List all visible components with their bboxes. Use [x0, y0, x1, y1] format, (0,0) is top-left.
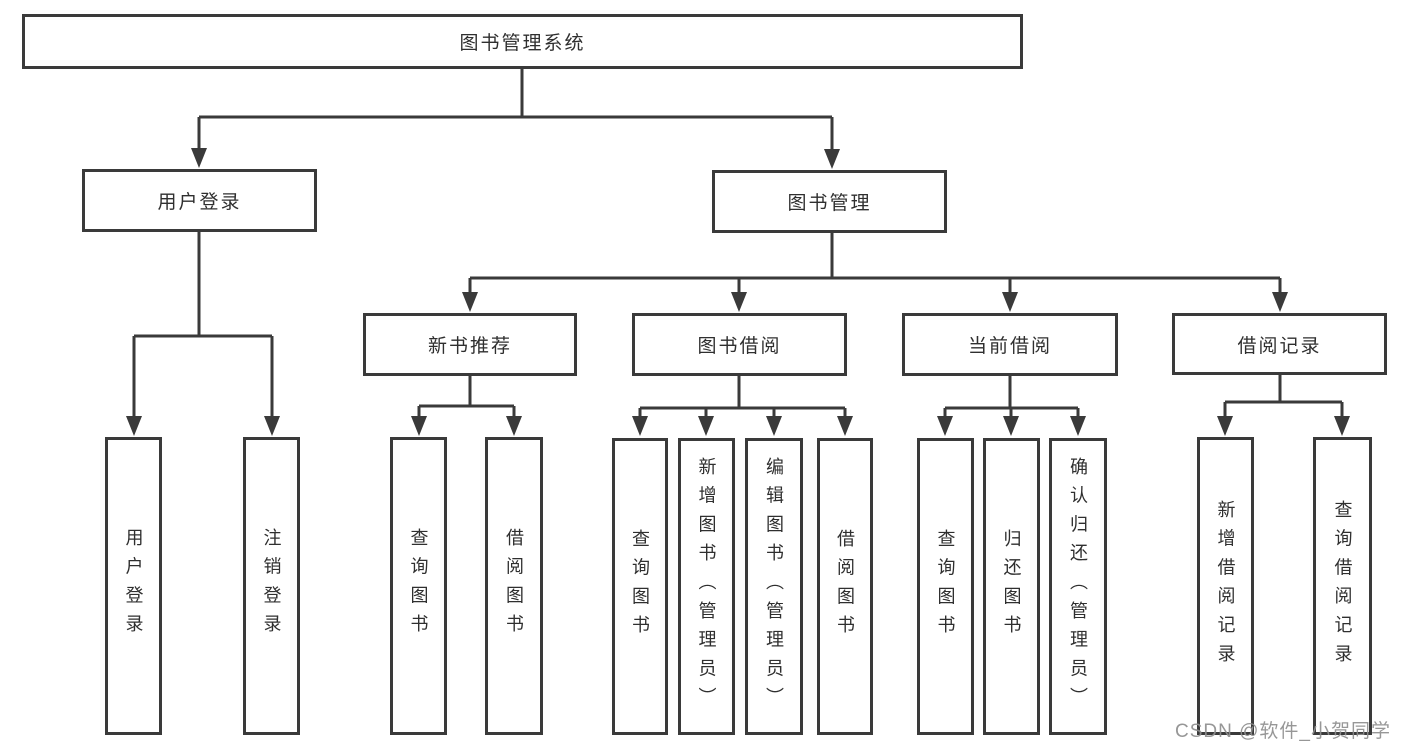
node-book-borrow: 图书借阅 — [632, 313, 847, 376]
node-leaf-user-login: 用户登录 — [105, 437, 162, 735]
watermark-text: CSDN @软件_小贺同学 — [1175, 721, 1391, 742]
node-label: 查询借阅记录 — [1332, 499, 1353, 673]
node-label: 归还图书 — [1001, 528, 1022, 645]
node-leaf-query-books-borrow: 查询图书 — [612, 438, 668, 735]
node-label: 新增图书（管理员） — [696, 456, 717, 717]
node-leaf-logout: 注销登录 — [243, 437, 300, 735]
node-leaf-add-books-admin: 新增图书（管理员） — [678, 438, 735, 735]
node-label: 图书借阅 — [697, 336, 782, 357]
node-label: 编辑图书（管理员） — [764, 456, 784, 717]
node-leaf-query-books-current: 查询图书 — [917, 438, 974, 735]
node-borrow-record: 借阅记录 — [1172, 313, 1387, 375]
node-label: 当前借阅 — [967, 336, 1052, 357]
node-user-login-group: 用户登录 — [82, 169, 317, 232]
node-book-management: 图书管理 — [712, 170, 947, 233]
node-label: 借阅记录 — [1237, 335, 1322, 357]
node-label: 图书管理系统 — [459, 33, 586, 54]
node-new-book-recommend: 新书推荐 — [363, 313, 577, 376]
node-label: 用户登录 — [123, 528, 144, 644]
node-leaf-borrow-books: 借阅图书 — [817, 438, 873, 735]
node-label: 查询图书 — [408, 528, 429, 644]
node-current-borrow: 当前借阅 — [902, 313, 1118, 376]
node-leaf-borrow-books-recommend: 借阅图书 — [485, 437, 543, 735]
node-label: 借阅图书 — [504, 528, 524, 644]
node-label: 用户登录 — [157, 192, 242, 213]
node-leaf-return-books: 归还图书 — [983, 438, 1040, 735]
node-leaf-add-borrow-record: 新增借阅记录 — [1197, 437, 1254, 735]
node-label: 借阅图书 — [835, 528, 855, 645]
node-leaf-confirm-return-admin: 确认归还（管理员） — [1049, 438, 1107, 735]
node-library-management-system: 图书管理系统 — [22, 14, 1023, 69]
node-leaf-query-borrow-record: 查询借阅记录 — [1313, 437, 1372, 735]
node-label: 新书推荐 — [427, 336, 512, 357]
node-label: 图书管理 — [787, 193, 872, 214]
node-label: 查询图书 — [630, 528, 650, 645]
node-label: 新增借阅记录 — [1215, 499, 1236, 673]
node-leaf-edit-books-admin: 编辑图书（管理员） — [745, 438, 803, 735]
node-leaf-query-books-recommend: 查询图书 — [390, 437, 447, 735]
node-label: 注销登录 — [261, 528, 282, 644]
node-label: 确认归还（管理员） — [1068, 456, 1088, 717]
node-label: 查询图书 — [935, 528, 956, 645]
